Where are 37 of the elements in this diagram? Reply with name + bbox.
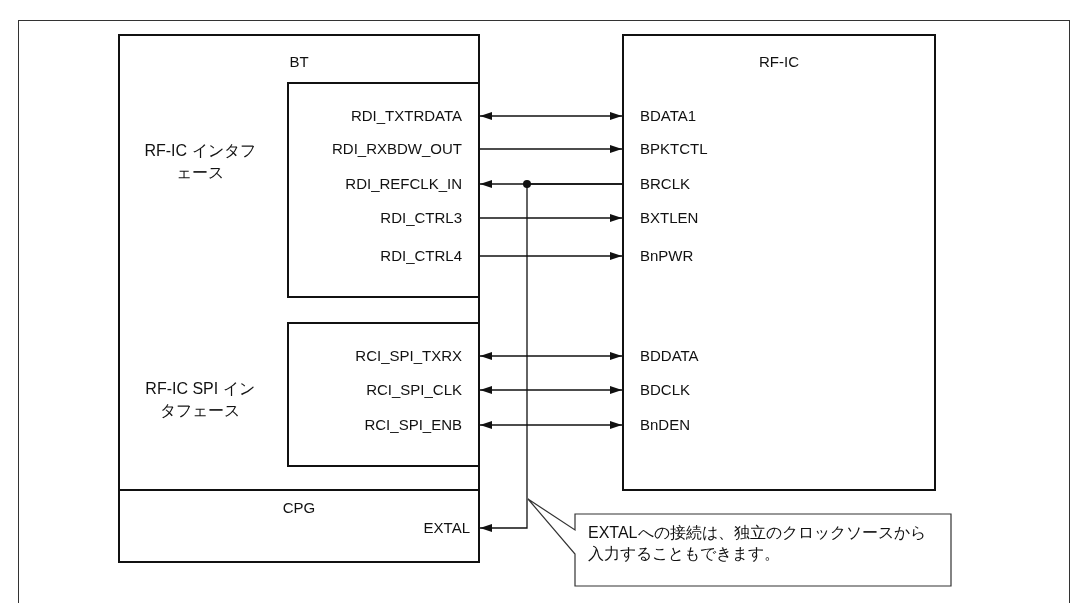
signal-arrow — [479, 252, 623, 260]
section-label: RF-IC インタフェース — [143, 141, 257, 183]
signal-arrow — [479, 214, 623, 222]
pin-label: RCI_SPI_CLK — [300, 381, 480, 399]
chip-block — [622, 34, 936, 491]
pin-label: BRCLK — [622, 175, 762, 193]
chip-block — [118, 34, 480, 491]
pin-label: EXTAL — [380, 519, 480, 537]
signal-arrow — [479, 421, 623, 429]
pin-label: RDI_TXTRDATA — [300, 107, 480, 125]
signal-arrow — [479, 112, 623, 120]
pin-label: RDI_REFCLK_IN — [300, 175, 480, 193]
interface-block — [287, 322, 480, 467]
signal-arrow — [479, 352, 623, 360]
block-title: RF-IC — [758, 53, 800, 70]
pin-label: BDATA1 — [622, 107, 762, 125]
block-title: BT — [288, 53, 310, 70]
pin-label: BDCLK — [622, 381, 762, 399]
pin-label: BnDEN — [622, 416, 762, 434]
pin-label: BXTLEN — [622, 209, 762, 227]
section-label: RF-IC SPI インタフェース — [144, 379, 256, 421]
note-text: EXTALへの接続は、独立のクロックソースから入力することもできます。 — [588, 523, 927, 564]
signal-arrow — [479, 183, 623, 532]
block-title: CPG — [281, 499, 317, 516]
interface-block — [287, 82, 480, 298]
pin-label: BnPWR — [622, 247, 762, 265]
chip-block — [118, 489, 480, 563]
pin-label: RCI_SPI_ENB — [300, 416, 480, 434]
pin-label: RCI_SPI_TXRX — [300, 347, 480, 365]
pin-label: RDI_CTRL3 — [300, 209, 480, 227]
pin-label: BPKTCTL — [622, 140, 762, 158]
pin-label: RDI_RXBDW_OUT — [300, 140, 480, 158]
signal-arrow — [479, 386, 623, 394]
pin-label: RDI_CTRL4 — [300, 247, 480, 265]
pin-label: BDDATA — [622, 347, 762, 365]
note-callout — [527, 498, 952, 587]
signal-arrow — [479, 145, 623, 153]
